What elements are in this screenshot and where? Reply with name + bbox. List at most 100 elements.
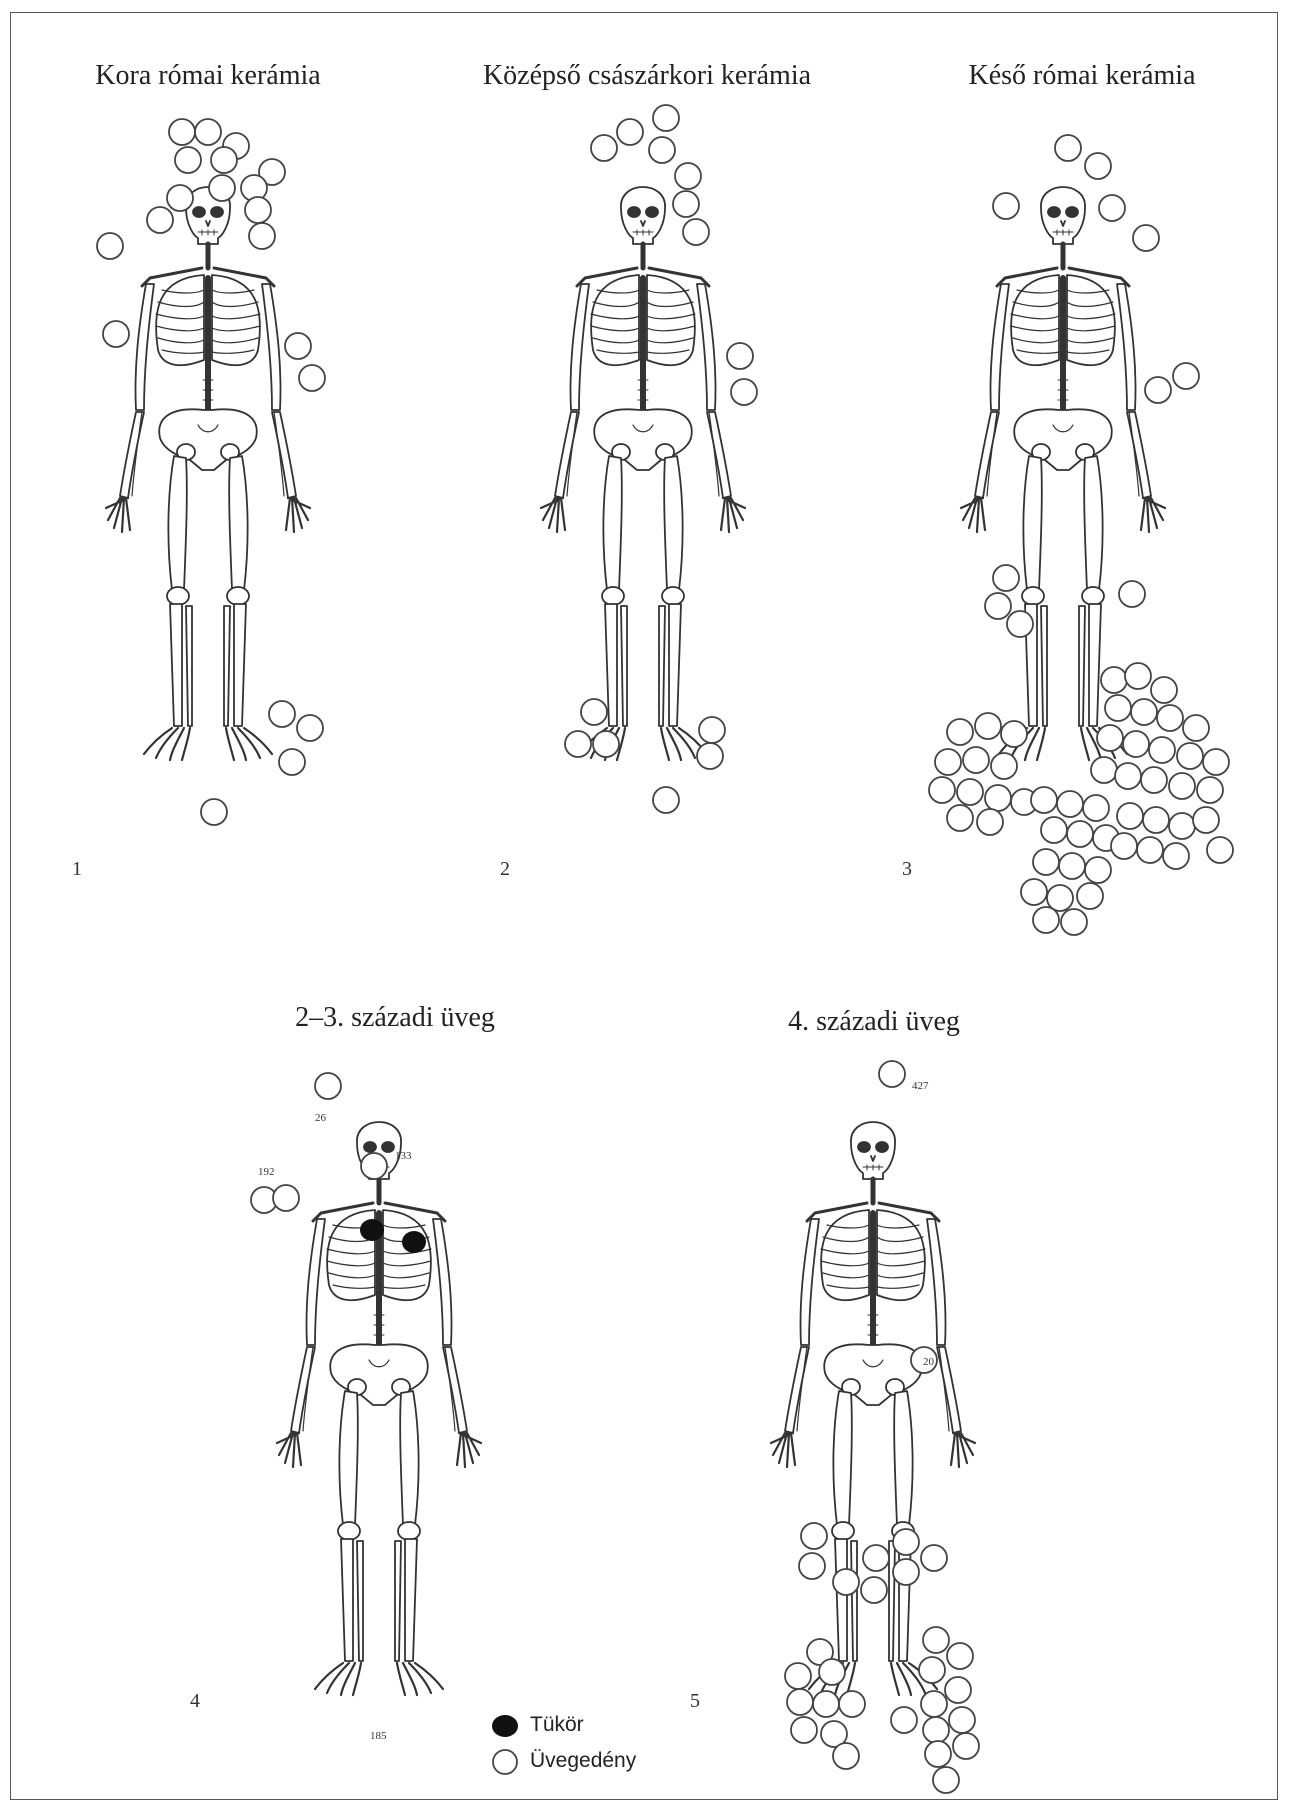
vessel-marker [1077,883,1103,909]
vessel-marker [269,701,295,727]
vessel-marker [1117,803,1143,829]
skeleton-1 [106,187,310,760]
vessel-marker [801,1523,827,1549]
vessel-marker [1149,737,1175,763]
vessel-marker [285,333,311,359]
vessel-marker [813,1691,839,1717]
vessel-marker [1033,849,1059,875]
vessel-marker [1131,699,1157,725]
vessel-marker [921,1691,947,1717]
panel-4-title: 2–3. századi üveg [295,1002,495,1034]
vessel-marker [953,1733,979,1759]
legend-mirror-label: Tükör [530,1713,584,1737]
skeleton-5 [771,1122,975,1695]
vessel-marker [985,593,1011,619]
panel-4-number: 4 [190,1690,200,1713]
panel-1-number: 1 [72,858,82,881]
vessel-marker [673,191,699,217]
vessel-marker [1119,581,1145,607]
vessel-marker [1115,763,1141,789]
vessel-marker [1183,715,1209,741]
vessel-marker [891,1707,917,1733]
vessel-marker [1041,817,1067,843]
vessel-marker [923,1717,949,1743]
vessel-marker [1033,907,1059,933]
vessel-marker [861,1577,887,1603]
vessel-marker [1091,757,1117,783]
vessel-marker [1061,909,1087,935]
vessel-marker [945,1677,971,1703]
vessel-marker [209,175,235,201]
vessel-marker [1145,377,1171,403]
panel-5-title: 4. századi üveg [788,1006,960,1038]
vessel-marker [879,1061,905,1087]
vessel-marker [245,197,271,223]
vessel-marker [1097,725,1123,751]
panel-3-title: Késő római kerámia [968,60,1195,92]
label-192: 192 [258,1166,275,1178]
panel-5-number: 5 [690,1690,700,1713]
vessel-marker [785,1663,811,1689]
vessel-marker [791,1717,817,1743]
vessel-marker [195,119,221,145]
vessel-marker [1125,663,1151,689]
vessel-marker [249,223,275,249]
panel-2-number: 2 [500,858,510,881]
vessel-marker [1101,667,1127,693]
vessel-marker [279,749,305,775]
vessel-marker [1163,843,1189,869]
vessel-marker [211,147,237,173]
vessel-marker [147,207,173,233]
vessel-marker [947,805,973,831]
vessel-marker [97,233,123,259]
vessel-marker [1151,677,1177,703]
vessel-marker [1031,787,1057,813]
vessel-marker [799,1553,825,1579]
mirror-marker [360,1219,384,1241]
label-133: 133 [395,1150,412,1162]
vessel-marker [975,713,1001,739]
vessel-marker [1193,807,1219,833]
vessel-marker [1007,611,1033,637]
vessel-marker [697,743,723,769]
vessel-marker [947,719,973,745]
vessel-marker [1143,807,1169,833]
legend-vessel-symbol [493,1750,517,1774]
vessel-marker [653,105,679,131]
vessel-marker [929,777,955,803]
vessel-marker [1169,813,1195,839]
vessel-marker [649,137,675,163]
label-427: 427 [912,1080,929,1092]
vessel-marker [893,1529,919,1555]
vessel-marker [581,699,607,725]
vessel-marker [1001,721,1027,747]
label-185: 185 [370,1730,387,1742]
vessel-marker [921,1545,947,1571]
vessel-marker [925,1741,951,1767]
vessel-marker [565,731,591,757]
mirror-marker [402,1231,426,1253]
vessel-marker [1173,363,1199,389]
vessel-marker [993,565,1019,591]
vessel-marker [653,787,679,813]
vessel-marker [1111,833,1137,859]
vessel-marker [819,1659,845,1685]
vessel-marker [977,809,1003,835]
vessel-marker [919,1657,945,1683]
vessel-marker [315,1073,341,1099]
vessel-marker [839,1691,865,1717]
vessel-marker [1085,857,1111,883]
vessel-marker [991,753,1017,779]
vessel-marker [1157,705,1183,731]
vessel-marker [201,799,227,825]
vessel-marker [893,1559,919,1585]
vessel-marker [1203,749,1229,775]
vessel-marker [361,1153,387,1179]
vessel-marker [957,779,983,805]
vessel-marker [787,1689,813,1715]
vessel-marker [1123,731,1149,757]
vessel-marker [169,119,195,145]
vessel-marker [175,147,201,173]
legend-mirror-symbol [492,1715,518,1737]
vessel-marker [103,321,129,347]
